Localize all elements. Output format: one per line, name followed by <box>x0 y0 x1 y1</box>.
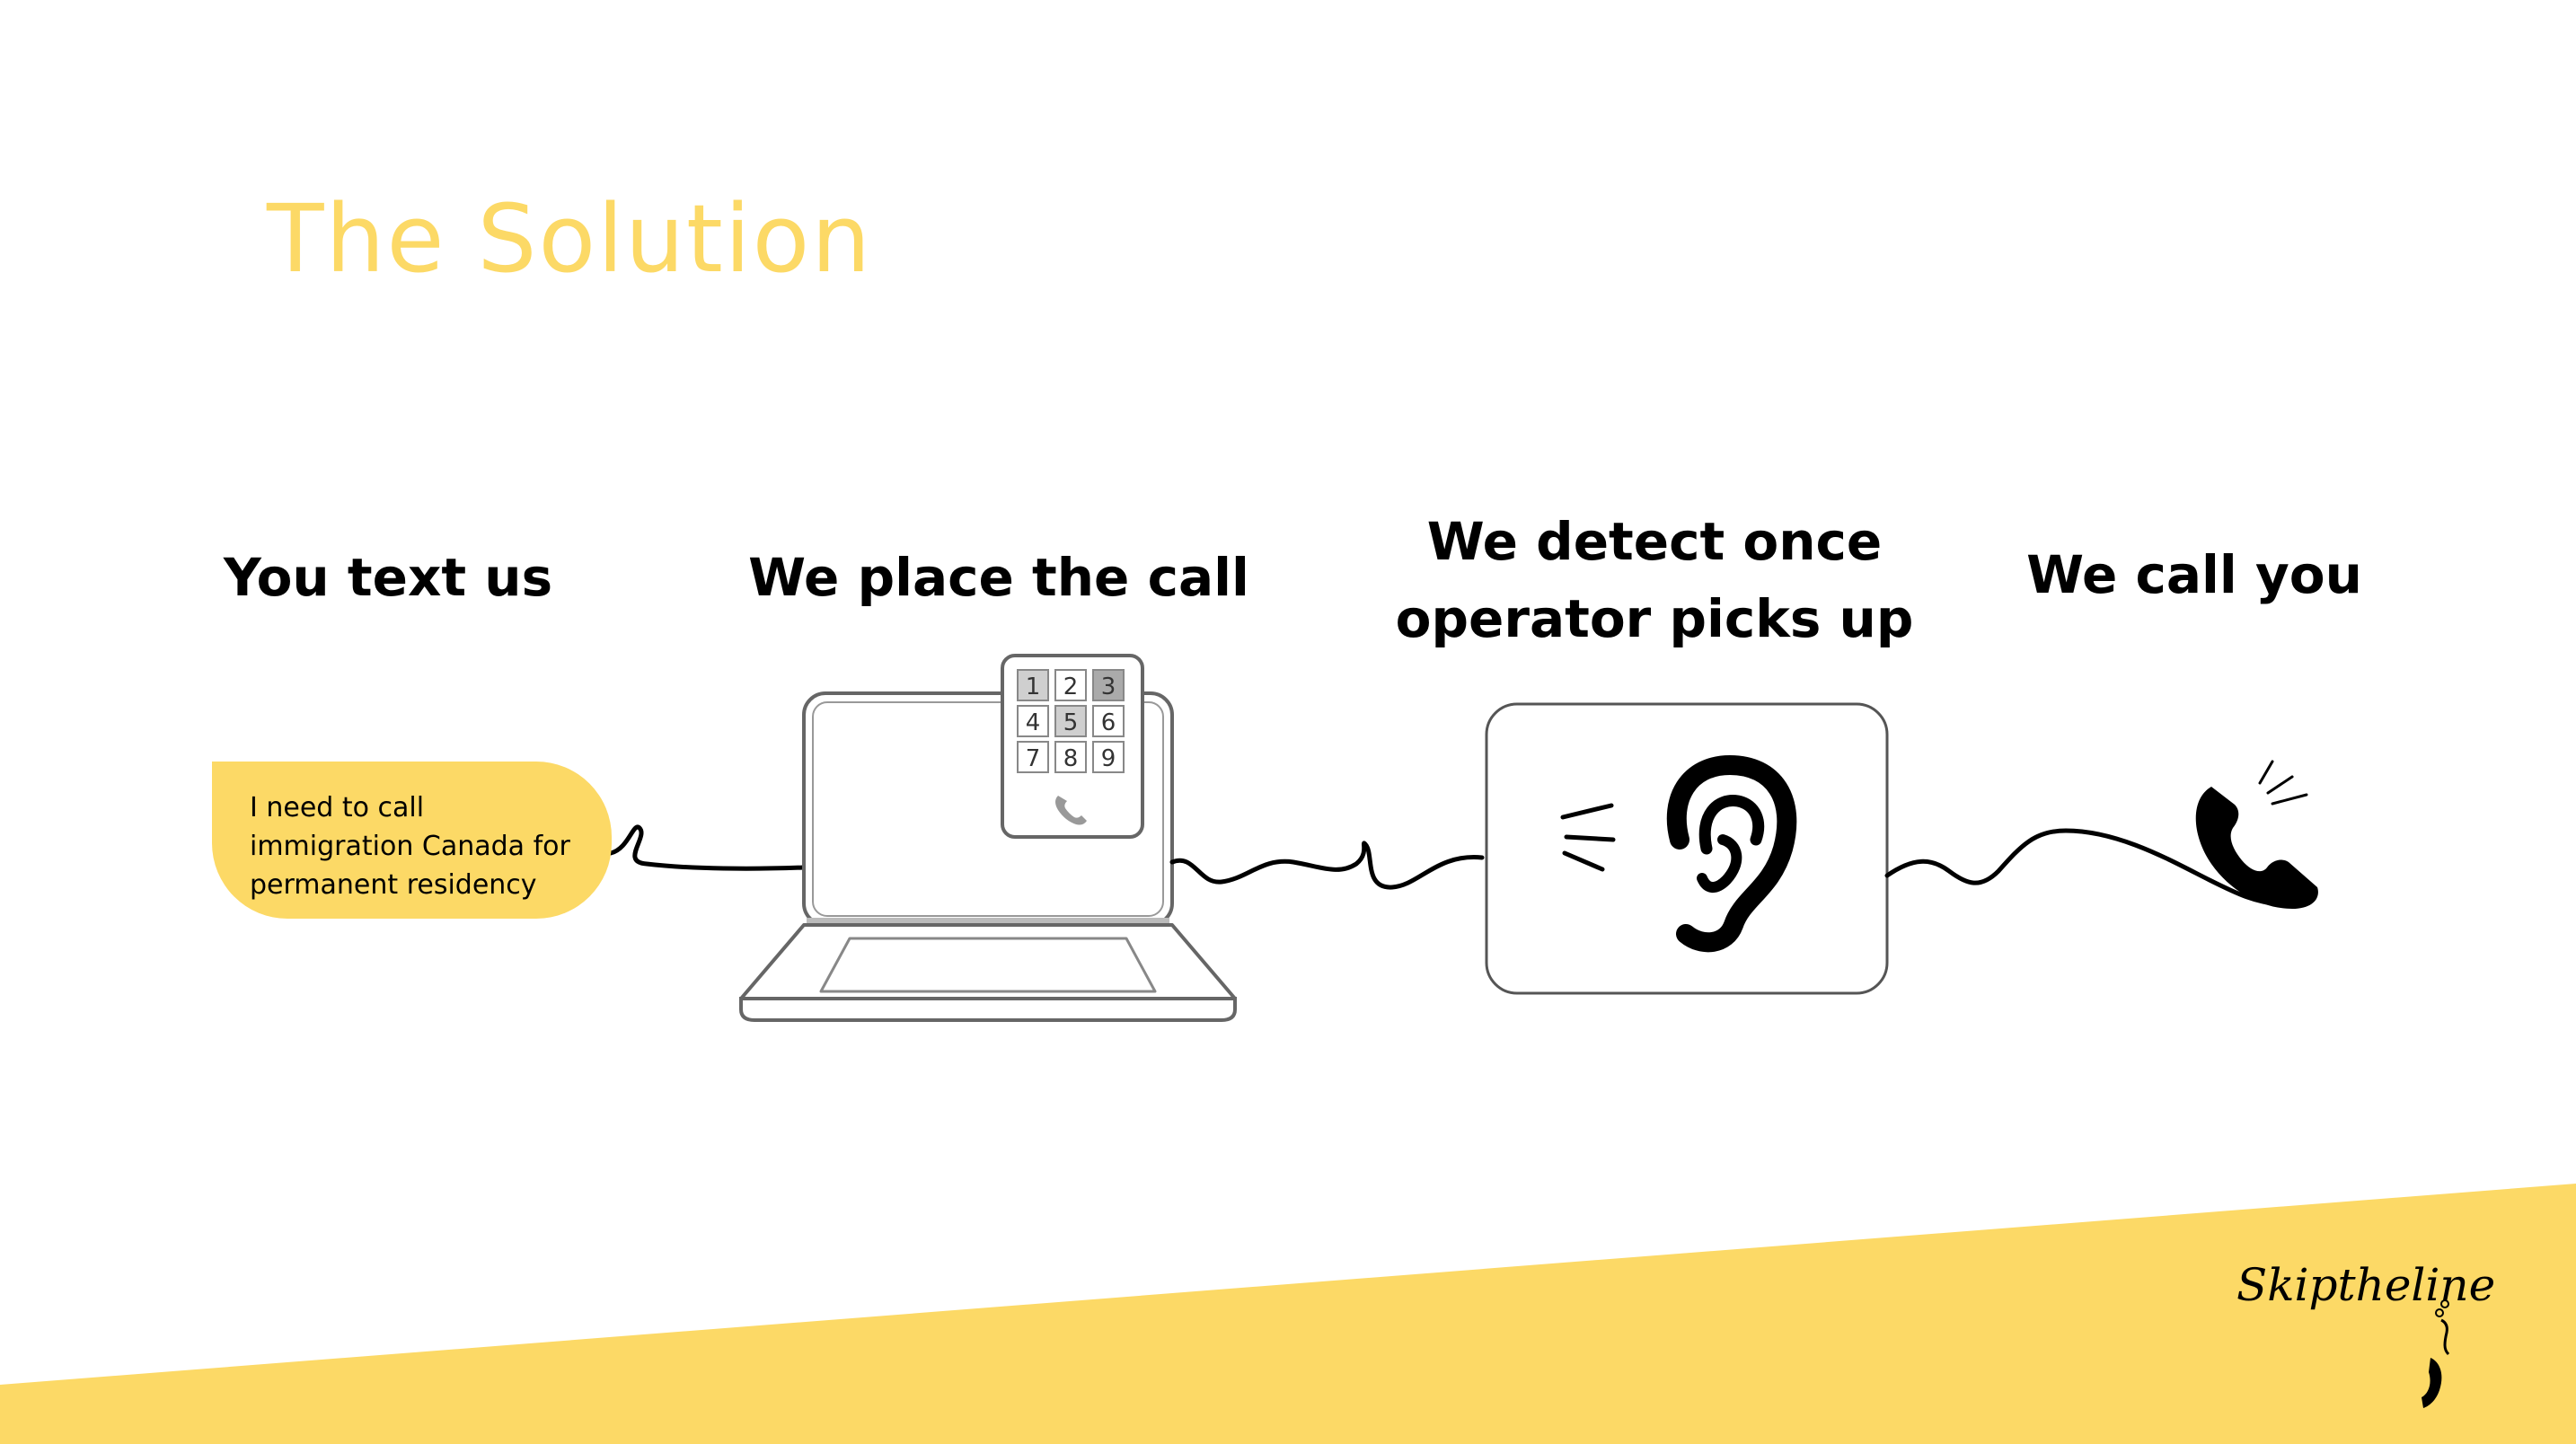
message-bubble: I need to call immigration Canada for pe… <box>212 762 612 919</box>
step-label-detect-operator: We detect once operator picks up <box>1396 503 1914 657</box>
step-label-line: You text us <box>223 547 553 608</box>
brand-logo: Skiptheline <box>2236 1259 2496 1311</box>
step-label-call-you: We call you <box>2026 536 2362 613</box>
message-line: immigration Canada for <box>250 831 570 862</box>
slide-title: The Solution <box>267 184 873 294</box>
step-label-line: We call you <box>2026 544 2362 605</box>
step-label-line: We detect once <box>1426 511 1883 572</box>
step-label-place-call: We place the call <box>748 539 1249 616</box>
step-label-text-us: You text us <box>224 539 552 616</box>
step-label-line: We place the call <box>748 547 1249 608</box>
message-line: I need to call <box>250 792 425 823</box>
message-line: permanent residency <box>250 869 537 901</box>
message-text: I need to call immigration Canada for pe… <box>250 788 594 904</box>
step-label-line: operator picks up <box>1395 588 1914 649</box>
